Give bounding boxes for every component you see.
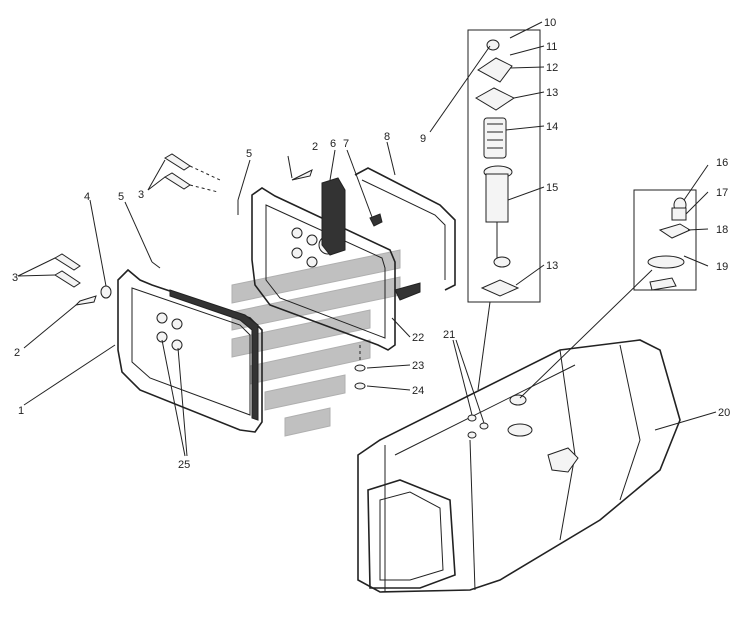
bolt-set-right — [151, 153, 313, 269]
callout-5: 5 — [118, 191, 124, 203]
filler-neck — [507, 423, 533, 437]
sender-assembly-frame — [467, 29, 541, 303]
callout-1: 1 — [18, 405, 24, 417]
sensor-assembly-frame — [633, 189, 697, 291]
front-bracket — [117, 268, 263, 433]
callout-6: 6 — [330, 138, 336, 150]
callout-20: 20 — [718, 407, 730, 419]
rubber-pad — [321, 177, 346, 256]
callout-18: 18 — [716, 224, 728, 236]
callout-4: 4 — [84, 191, 90, 203]
callout-24: 24 — [412, 385, 424, 397]
bolt-hole — [306, 256, 318, 268]
callout-11: 11 — [546, 41, 557, 53]
callout-19: 19 — [716, 261, 728, 273]
callout-2: 2 — [312, 141, 318, 153]
callout-21: 21 — [443, 329, 455, 341]
bolt-hole — [306, 234, 318, 246]
callout-3: 3 — [12, 272, 18, 284]
washer — [354, 364, 366, 372]
callout-7: 7 — [343, 138, 349, 150]
callout-2: 2 — [14, 347, 20, 359]
callout-3: 3 — [138, 189, 144, 201]
callout-5: 5 — [246, 148, 252, 160]
bolt-hole — [156, 312, 168, 324]
level-sensor-assembly — [647, 197, 692, 291]
bolt-hole — [291, 227, 303, 239]
nut — [354, 382, 366, 390]
callout-22: 22 — [412, 332, 424, 344]
callout-23: 23 — [412, 360, 424, 372]
leader-lines — [17, 21, 717, 457]
callout-15: 15 — [546, 182, 558, 194]
fuel-tank — [357, 339, 681, 593]
bolt-set-left — [54, 253, 112, 306]
strap — [354, 167, 456, 301]
callout-25: 25 — [178, 459, 190, 471]
callout-16: 16 — [716, 157, 728, 169]
callout-12: 12 — [546, 62, 558, 74]
callout-13: 13 — [546, 87, 558, 99]
callout-14: 14 — [546, 121, 558, 133]
callout-10: 10 — [544, 17, 556, 29]
bolt-hole — [171, 339, 183, 351]
callout-13: 13 — [546, 260, 558, 272]
bolt-hole — [291, 247, 303, 259]
fuel-sender-assembly — [475, 39, 520, 297]
bolt-hole — [171, 318, 183, 330]
callout-9: 9 — [420, 133, 426, 145]
callout-17: 17 — [716, 187, 728, 199]
clip — [369, 213, 383, 227]
callout-labels: 1 2 2 3 3 4 5 5 6 7 8 9 10 11 12 13 13 1… — [12, 17, 730, 471]
callout-8: 8 — [384, 131, 390, 143]
fuel-cap — [547, 447, 579, 473]
rear-bracket — [251, 187, 396, 351]
